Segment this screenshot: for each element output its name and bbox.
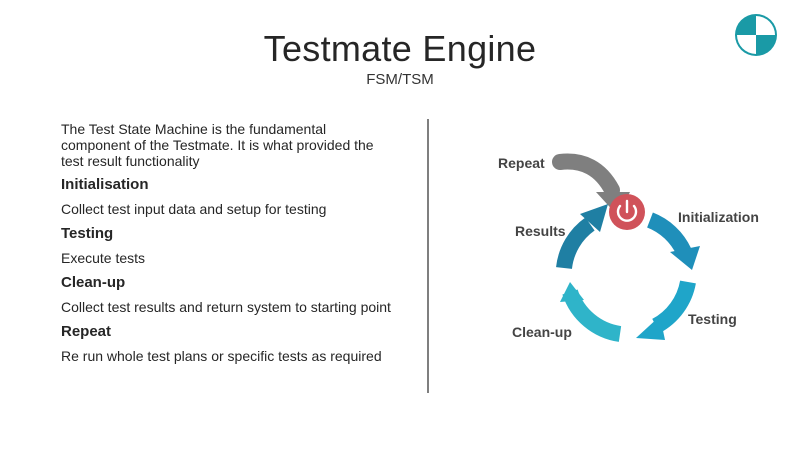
section-body-testing: Execute tests — [61, 250, 146, 266]
results-arrow — [556, 204, 608, 270]
initialization-arrow — [646, 212, 700, 270]
label-repeat: Repeat — [498, 155, 545, 171]
label-testing: Testing — [688, 311, 737, 327]
page-subtitle: FSM/TSM — [366, 71, 434, 88]
page-title: Testmate Engine — [263, 28, 537, 69]
testing-arrow — [636, 280, 696, 340]
section-body-cleanup: Collect test results and return system t… — [61, 299, 391, 315]
section-heading-repeat: Repeat — [61, 323, 112, 340]
label-initialization: Initialization — [678, 209, 759, 225]
label-results: Results — [515, 223, 566, 239]
label-cleanup: Clean-up — [512, 324, 572, 340]
section-heading-initialisation: Initialisation — [61, 176, 149, 193]
power-icon — [609, 194, 645, 230]
test-cycle-diagram: Repeat Initialization Results Testing Cl… — [498, 153, 759, 342]
section-body-repeat: Re run whole test plans or specific test… — [61, 348, 382, 364]
section-body-initialisation: Collect test input data and setup for te… — [61, 201, 327, 217]
cleanup-arrow — [560, 282, 622, 342]
quartered-circle-logo-icon — [735, 14, 777, 56]
description-panel: The Test State Machine is the fundamenta… — [61, 121, 391, 372]
section-heading-cleanup: Clean-up — [61, 274, 126, 291]
section-heading-testing: Testing — [61, 225, 114, 242]
column-divider — [427, 119, 429, 393]
intro-text: The Test State Machine is the fundamenta… — [61, 121, 374, 169]
